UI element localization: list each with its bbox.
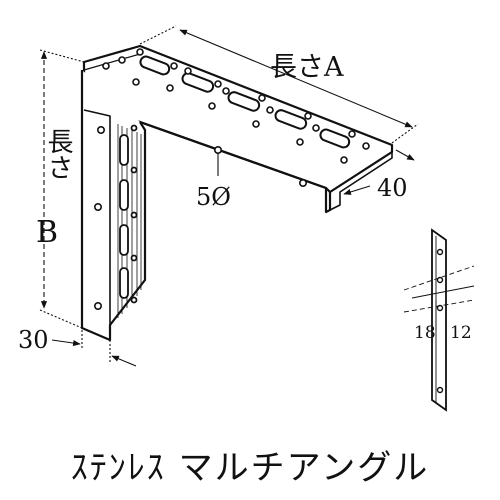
hole-diameter-label: 5Ø — [196, 183, 231, 211]
dimension-lines — [39, 25, 419, 367]
pitch-detail — [403, 228, 475, 412]
length-b-prefix-label: 長さ — [43, 128, 73, 180]
flange-width-label: 40 — [377, 174, 408, 202]
product-caption: ｽﾃﾝﾚｽ マルチアングル — [70, 448, 430, 488]
leg-slots — [119, 124, 138, 304]
face-holes — [94, 126, 307, 310]
length-a-label: 長さA — [270, 52, 344, 83]
length-b-letter-label: B — [36, 215, 58, 250]
pitch-right-label: 12 — [450, 323, 472, 343]
leg-width-label: 30 — [18, 326, 49, 354]
pitch-left-label: 18 — [414, 323, 436, 343]
